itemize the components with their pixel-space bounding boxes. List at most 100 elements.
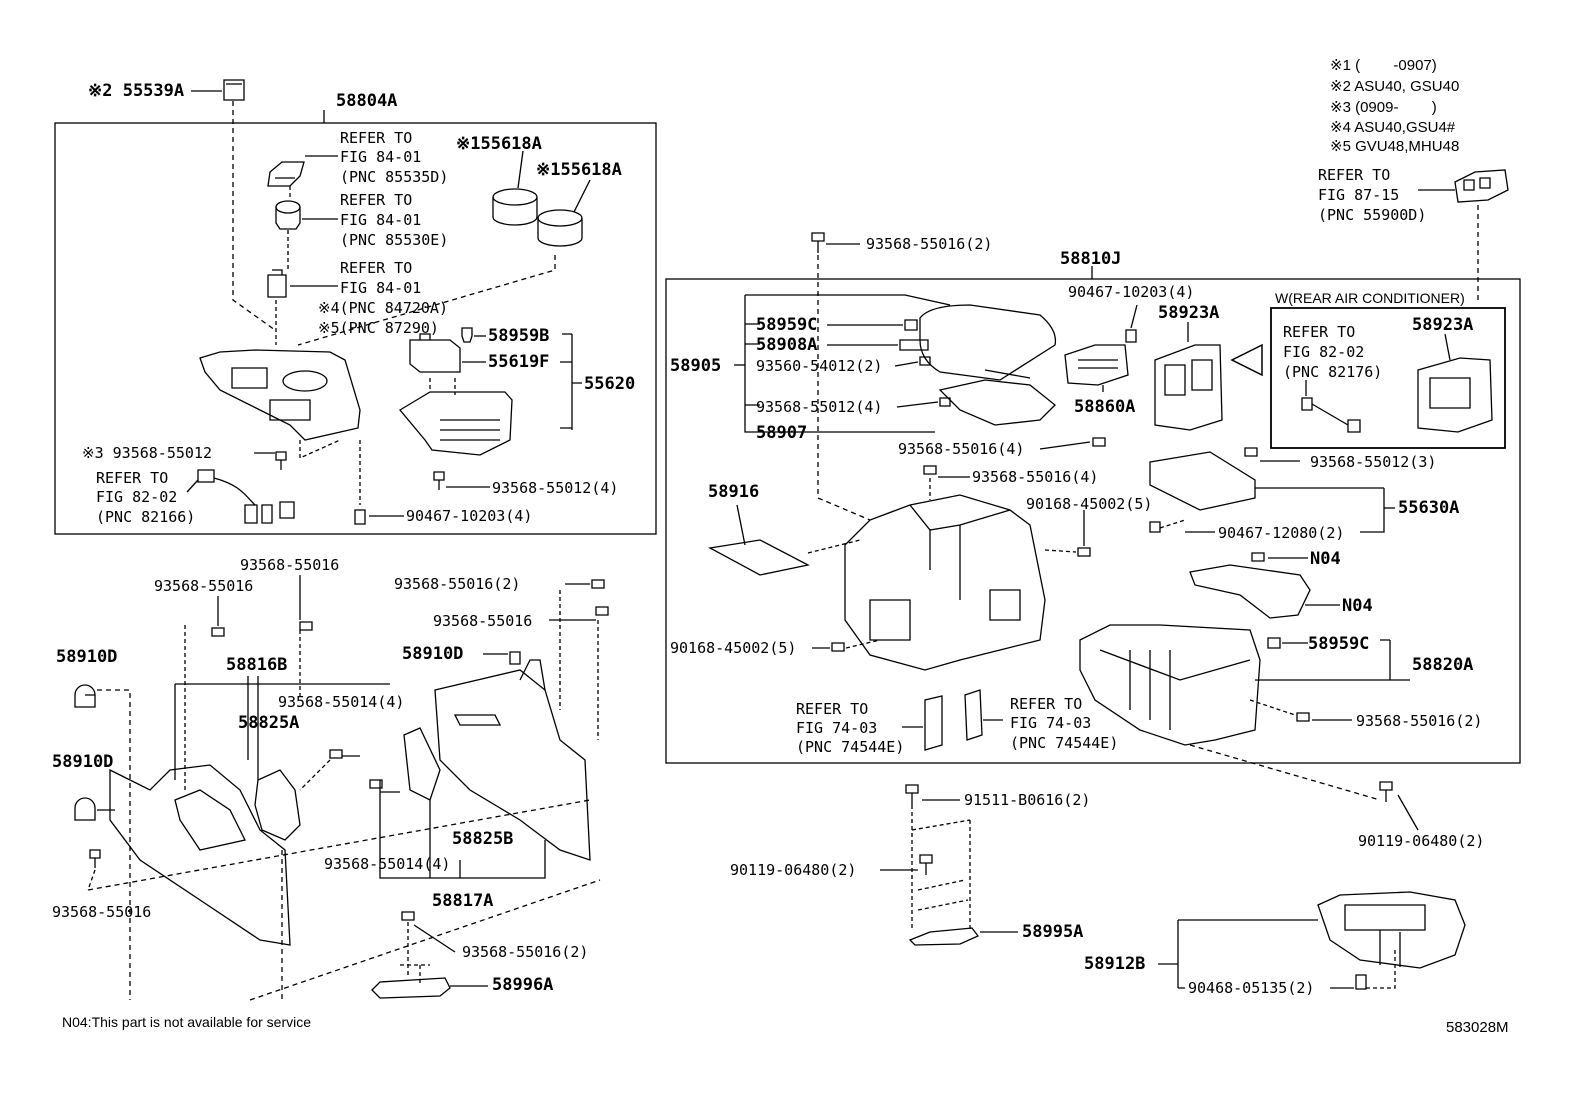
ref-8715-line-1: REFER TO bbox=[1318, 166, 1391, 184]
part-90119-06480-bolt-b bbox=[1379, 781, 1393, 802]
part-label-91511-B0616-2: 91511-B0616(2) bbox=[964, 791, 1091, 809]
part-label-58910D-a: 58910D bbox=[56, 647, 118, 667]
part-label-58860A: 58860A bbox=[1074, 397, 1136, 417]
part-label-90467-12080-2: 90467-12080(2) bbox=[1218, 524, 1345, 542]
ref-85530-line-3: (PNC 85530E) bbox=[340, 231, 449, 249]
part-58912B-console-top bbox=[1317, 891, 1466, 969]
part-93568-55016-screw-j bbox=[923, 465, 937, 475]
part-label-58810J: 58810J bbox=[1060, 249, 1122, 269]
part-label-55619F: 55619F bbox=[488, 352, 550, 372]
ref-85535-line-2: FIG 84-01 bbox=[340, 148, 422, 166]
part-74544E-pad-a bbox=[924, 695, 943, 751]
part-93568-55012-screw-a bbox=[275, 451, 287, 470]
part-label-93568-55016-b: 93568-55016 bbox=[154, 577, 254, 595]
ref-84720-line-1: REFER TO bbox=[340, 259, 413, 277]
part-label-93568-55016-4b: 93568-55016(4) bbox=[972, 468, 1099, 486]
part-label-58910D-c: 58910D bbox=[402, 644, 464, 664]
part-93568-55016-screw-i bbox=[1092, 437, 1106, 447]
part-58910D-clip-b bbox=[74, 797, 96, 821]
part-93568-55016-screw-c bbox=[89, 849, 101, 868]
ref-74544b-line-2: FIG 74-03 bbox=[1010, 714, 1092, 732]
part-58923A-register-panel bbox=[1154, 344, 1223, 431]
ref-74544a-line-3: (PNC 74544E) bbox=[796, 738, 905, 756]
rear-ac-box-title: W(REAR AIR CONDITIONER) bbox=[1275, 290, 1465, 306]
part-label-58959B: 58959B bbox=[488, 326, 550, 346]
part-90168-45002-screw-a bbox=[1077, 547, 1091, 557]
part-93568-55014-screw-b bbox=[369, 779, 383, 789]
part-label-93568-55012-3: 93568-55012(3) bbox=[1310, 453, 1437, 471]
ref-74544b-line-3: (PNC 74544E) bbox=[1010, 734, 1119, 752]
ref-82166-line-2: FIG 82-02 bbox=[96, 488, 178, 506]
part-58817A-side-panel bbox=[434, 659, 591, 861]
part-label-90119-06480-2a: 90119-06480(2) bbox=[730, 861, 857, 879]
part-label-58995A: 58995A bbox=[1022, 922, 1084, 942]
part-93568-55016-screw-f bbox=[591, 579, 605, 589]
part-58816B-side-panel bbox=[109, 764, 291, 946]
part-55900D-switch bbox=[1454, 169, 1509, 203]
part-label-58959C-a: 58959C bbox=[756, 315, 818, 335]
part-58820A-console-lower bbox=[1079, 624, 1261, 746]
part-84720A-switch bbox=[267, 269, 287, 298]
ref-85535-line-3: (PNC 85535D) bbox=[340, 168, 449, 186]
part-label-90468-05135-2: 90468-05135(2) bbox=[1188, 979, 1315, 997]
part-label-93568-55016-2c: 93568-55016(2) bbox=[866, 235, 993, 253]
part-55620-cupholder-tray bbox=[399, 391, 513, 456]
frame-58810J bbox=[665, 278, 1521, 764]
part-90468-05135-clip bbox=[1355, 974, 1367, 990]
part-58959C-clip-b bbox=[1267, 637, 1281, 649]
legend-line-3: ※3 (0909- ) bbox=[1330, 99, 1437, 116]
part-58916-pad bbox=[708, 539, 810, 576]
part-58908A-hinge bbox=[899, 339, 929, 351]
part-label-93568-55012-4a: 93568-55012(4) bbox=[492, 479, 619, 497]
part-90467-10203-clip-b bbox=[1125, 329, 1137, 343]
part-label-93568-55016-2b: 93568-55016(2) bbox=[462, 943, 589, 961]
part-label-58820A: 58820A bbox=[1412, 655, 1474, 675]
part-55630A-tray bbox=[1149, 451, 1256, 511]
part-label-N04-b: N04 bbox=[1342, 596, 1373, 616]
part-label-58910D-b: 58910D bbox=[52, 752, 114, 772]
ref-82176-line-3: (PNC 82176) bbox=[1283, 363, 1383, 381]
part-label-58923A-a: 58923A bbox=[1158, 303, 1220, 323]
part-93568-55012-screw-c bbox=[939, 397, 951, 407]
part-93568-55014-screw-a bbox=[329, 749, 343, 759]
part-N04-duct bbox=[1189, 564, 1311, 619]
part-55618A-cup-2 bbox=[537, 209, 583, 247]
part-label-93568-55016-c: 93568-55016 bbox=[433, 612, 533, 630]
part-label-58908A: 58908A bbox=[756, 335, 818, 355]
part-label-58959C-b: 58959C bbox=[1308, 634, 1370, 654]
part-90467-10203-clip bbox=[354, 509, 366, 525]
part-55539A-clip bbox=[223, 79, 245, 101]
part-label-58825A: 58825A bbox=[238, 713, 300, 733]
part-58810J-console-box bbox=[844, 494, 1046, 671]
part-label-N04-a: N04 bbox=[1310, 549, 1341, 569]
part-label-55620: 55620 bbox=[584, 374, 636, 394]
part-label-58923A-b: 58923A bbox=[1412, 315, 1474, 335]
part-label-93568-55014-4b: 93568-55014(4) bbox=[324, 855, 451, 873]
legend-line-1: ※1 ( -0907) bbox=[1330, 57, 1437, 74]
ref-82166-line-1: REFER TO bbox=[96, 469, 169, 487]
part-93568-55016-screw-g bbox=[595, 606, 609, 616]
part-label-58907: 58907 bbox=[756, 423, 808, 443]
legend-line-4: ※4 ASU40,GSU4# bbox=[1330, 119, 1456, 136]
part-label-58825B: 58825B bbox=[452, 829, 514, 849]
part-label-58816B: 58816B bbox=[226, 655, 288, 675]
part-58959C-clip-a bbox=[904, 319, 918, 331]
part-93560-54012-screw bbox=[919, 356, 931, 366]
part-58996A-cover bbox=[371, 977, 451, 999]
part-label-93560-54012-2: 93560-54012(2) bbox=[756, 357, 883, 375]
part-93568-55016-screw-k bbox=[1296, 712, 1310, 722]
ref-85535-line-1: REFER TO bbox=[340, 129, 413, 147]
part-58804A-console-panel bbox=[199, 349, 361, 441]
part-58959B-clip bbox=[461, 327, 473, 343]
part-label-58912B: 58912B bbox=[1084, 954, 1146, 974]
part-93568-55016-screw-d bbox=[211, 627, 225, 637]
ref-82176-line-2: FIG 82-02 bbox=[1283, 343, 1365, 361]
part-58907-hinge-base bbox=[938, 369, 1056, 426]
part-58910D-clip-a bbox=[74, 684, 96, 708]
part-58905-lid bbox=[919, 304, 1057, 381]
part-85530E-socket bbox=[275, 200, 301, 230]
part-91511-B0616-bolt bbox=[905, 784, 919, 805]
part-58910D-clip-c bbox=[509, 651, 521, 665]
ref-85530-line-2: FIG 84-01 bbox=[340, 211, 422, 229]
part-label-55618A-2: ※155618A bbox=[536, 160, 622, 180]
